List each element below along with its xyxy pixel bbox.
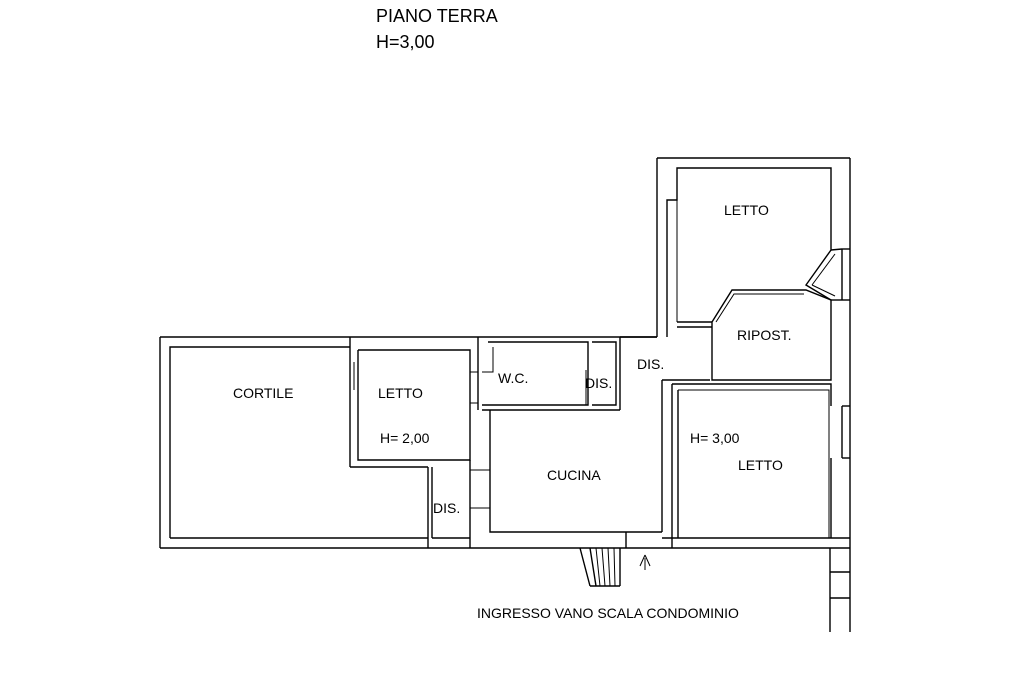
room-letto-small: LETTO H= 2,00 xyxy=(357,337,479,461)
entrance-stair xyxy=(579,532,651,587)
room-letto-right: H= 3,00 LETTO xyxy=(671,383,832,548)
room-cortile: CORTILE xyxy=(169,337,429,548)
room-height-letto-small: H= 2,00 xyxy=(380,430,430,446)
room-label-dis-hall: DIS. xyxy=(637,356,664,372)
room-cucina: CUCINA xyxy=(489,379,710,533)
room-label-cucina: CUCINA xyxy=(547,467,601,483)
room-dis-hall: DIS. xyxy=(620,321,712,372)
room-dis-lower: DIS. xyxy=(431,460,490,548)
floor-title: PIANO TERRA xyxy=(376,6,498,26)
room-label-letto-small: LETTO xyxy=(378,385,423,401)
floor-height: H=3,00 xyxy=(376,32,435,52)
room-label-letto-top: LETTO xyxy=(724,202,769,218)
room-label-dis-wc: DIS. xyxy=(585,375,612,391)
room-letto-top: LETTO xyxy=(666,167,843,337)
room-dis-wc: DIS. xyxy=(585,337,621,410)
room-label-cortile: CORTILE xyxy=(233,385,293,401)
room-height-letto-right: H= 3,00 xyxy=(690,430,740,446)
entrance-label: INGRESSO VANO SCALA CONDOMINIO xyxy=(477,605,739,621)
room-label-ripost: RIPOST. xyxy=(737,327,791,343)
room-wc: W.C. xyxy=(482,341,620,411)
room-label-wc: W.C. xyxy=(498,370,528,386)
room-label-letto-right: LETTO xyxy=(738,457,783,473)
outer-walls xyxy=(159,157,851,632)
room-ripost: RIPOST. xyxy=(711,289,832,381)
room-label-dis-lower: DIS. xyxy=(433,500,460,516)
